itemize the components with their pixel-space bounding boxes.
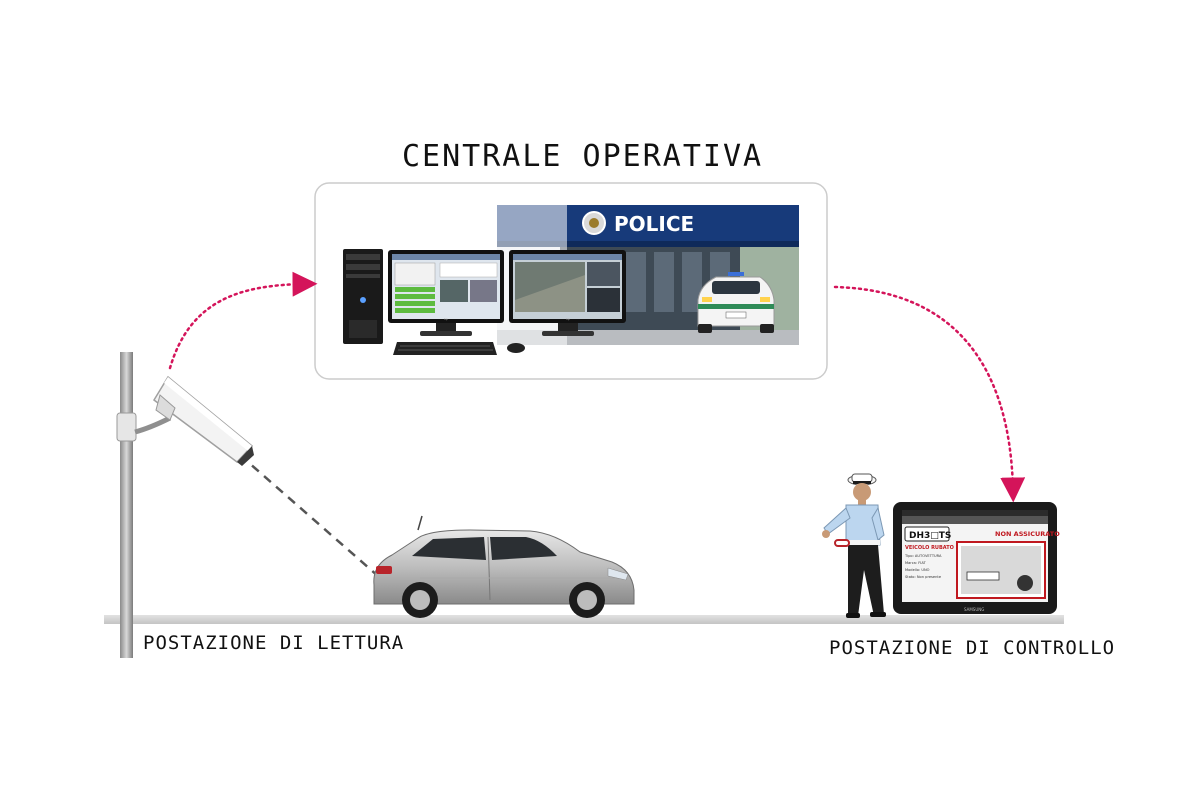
tablet-field-stato: Stato: Non presente bbox=[905, 575, 942, 579]
tablet-status: VEICOLO RUBATO bbox=[905, 545, 954, 551]
monitor-right-brand: hp bbox=[566, 317, 570, 321]
police-building-image: POLICE bbox=[497, 205, 799, 345]
police-sign: POLICE bbox=[614, 212, 694, 236]
keyboard-icon bbox=[393, 342, 497, 355]
car-icon bbox=[373, 515, 635, 618]
diagram-title: CENTRALE OPERATIVA bbox=[402, 139, 764, 174]
monitor-left-icon: hp bbox=[388, 250, 504, 336]
arrow-control-to-tablet bbox=[833, 285, 1026, 503]
tablet-field-tipo: Tipo: AUTOVETTURA bbox=[904, 554, 942, 558]
monitor-right-icon: hp bbox=[509, 250, 626, 336]
control-room-panel: POLICE bbox=[314, 182, 828, 380]
police-car-icon bbox=[697, 272, 775, 333]
tablet-plate: DH3□TS bbox=[909, 531, 951, 541]
monitor-left-brand: hp bbox=[444, 317, 448, 321]
tablet-alert: NON ASSICURATO bbox=[995, 530, 1060, 538]
tablet-brand: SAMSUNG bbox=[964, 607, 984, 612]
road bbox=[104, 615, 1064, 624]
traffic-officer-icon bbox=[822, 473, 886, 618]
camera-reading-beam bbox=[239, 454, 379, 577]
reading-station-label: POSTAZIONE DI LETTURA bbox=[143, 632, 405, 654]
tablet-icon: DH3□TS NON ASSICURATO VEICOLO RUBATO Tip… bbox=[893, 502, 1060, 614]
tablet-field-modello: Modello: UNO bbox=[905, 568, 930, 572]
pc-tower-icon bbox=[343, 249, 383, 344]
tablet-field-marca: Marca: FIAT bbox=[905, 561, 927, 565]
control-station-label: POSTAZIONE DI CONTROLLO bbox=[829, 637, 1116, 659]
arrow-camera-to-control bbox=[168, 271, 318, 370]
anpr-camera-icon bbox=[134, 375, 254, 466]
camera-pole bbox=[116, 352, 137, 658]
mouse-icon bbox=[507, 343, 525, 353]
